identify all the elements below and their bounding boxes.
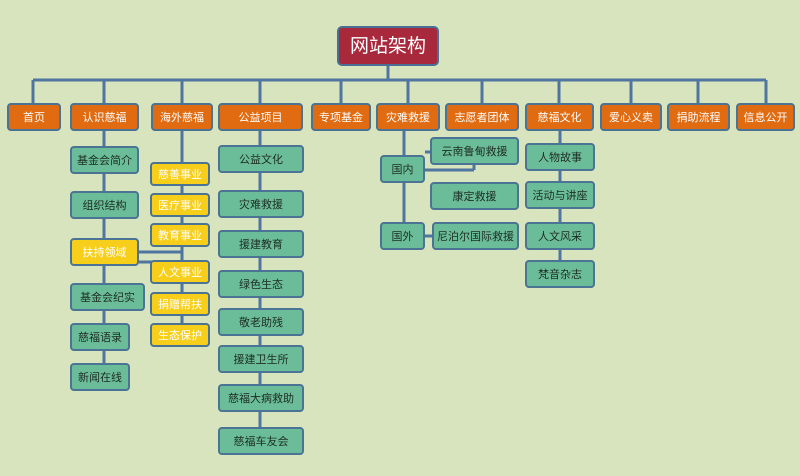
project-disaster: 灾难救援 <box>218 190 304 218</box>
support-humanities: 人文事业 <box>150 260 210 284</box>
project-culture: 公益文化 <box>218 145 304 173</box>
support-medical: 医疗事业 <box>150 193 210 217</box>
culture-magazine: 梵音杂志 <box>525 260 595 288</box>
support-ecology: 生态保护 <box>150 323 210 347</box>
project-clinic: 援建卫生所 <box>218 345 304 373</box>
project-elderly: 敬老助残 <box>218 308 304 336</box>
support-donation-aid: 捐赠帮扶 <box>150 292 210 316</box>
nav-volunteer: 志愿者团体 <box>445 103 519 131</box>
culture-stories: 人物故事 <box>525 143 595 171</box>
support-charity: 慈善事业 <box>150 162 210 186</box>
relief-domestic: 国内 <box>380 155 425 183</box>
relief-nepal: 尼泊尔国际救援 <box>432 222 519 250</box>
nav-overseas: 海外慈福 <box>151 103 213 131</box>
nav-culture: 慈福文化 <box>525 103 594 131</box>
relief-kangding: 康定救援 <box>430 182 519 210</box>
nav-special-fund: 专项基金 <box>311 103 371 131</box>
support-education: 教育事业 <box>150 223 210 247</box>
culture-events: 活动与讲座 <box>525 181 595 209</box>
about-support-areas: 扶持领域 <box>70 238 139 266</box>
project-illness-aid: 慈福大病救助 <box>218 384 304 412</box>
project-car-club: 慈福车友会 <box>218 427 304 455</box>
nav-about: 认识慈福 <box>70 103 139 131</box>
about-records: 基金会纪实 <box>70 283 145 311</box>
site-architecture-title: 网站架构 <box>337 26 439 66</box>
relief-yunnan: 云南鲁甸救援 <box>430 137 519 165</box>
nav-info-disclosure: 信息公开 <box>736 103 795 131</box>
culture-humanities: 人文风采 <box>525 222 595 250</box>
nav-projects: 公益项目 <box>218 103 303 131</box>
about-structure: 组织结构 <box>70 191 139 219</box>
about-news: 新闻在线 <box>70 363 130 391</box>
relief-overseas: 国外 <box>380 222 425 250</box>
project-green: 绿色生态 <box>218 270 304 298</box>
about-quotes: 慈福语录 <box>70 323 130 351</box>
nav-donation-process: 捐助流程 <box>667 103 730 131</box>
nav-home: 首页 <box>7 103 61 131</box>
project-education: 援建教育 <box>218 230 304 258</box>
nav-charity-sale: 爱心义卖 <box>600 103 662 131</box>
about-intro: 基金会简介 <box>70 146 139 174</box>
nav-disaster-relief: 灾难救援 <box>376 103 440 131</box>
